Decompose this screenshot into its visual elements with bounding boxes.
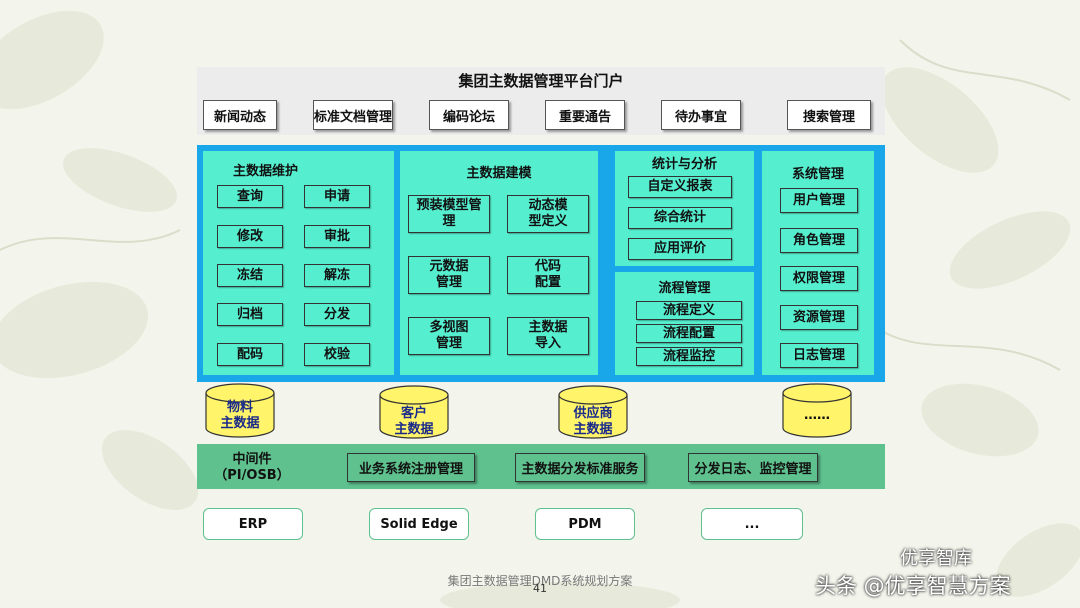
verify-button[interactable]: 校验 — [304, 343, 370, 366]
standard-docs-button[interactable]: 标准文档管理 — [313, 100, 393, 130]
workflow-title: 流程管理 — [658, 281, 711, 296]
flow-monitor-button[interactable]: 流程监控 — [636, 347, 742, 366]
statistics-button[interactable]: 综合统计 — [628, 207, 732, 229]
portal-title: 集团主数据管理平台门户 — [458, 72, 624, 90]
import-button[interactable]: 主数据 导入 — [507, 317, 589, 355]
other-db-icon — [782, 383, 852, 438]
news-button[interactable]: 新闻动态 — [203, 100, 277, 130]
system-title: 系统管理 — [791, 167, 844, 182]
footer-caption: 集团主数据管理DMD系统规划方案 — [447, 574, 633, 588]
freeze-button[interactable]: 冻结 — [217, 264, 283, 287]
customer-db-icon — [379, 385, 449, 439]
other-db-label: …… — [804, 408, 830, 423]
preset-model-button[interactable]: 预装模型管 理 — [408, 195, 490, 233]
middleware-label: 中间件 （PI/OSB） — [214, 452, 290, 483]
todo-button[interactable]: 待办事宜 — [661, 100, 741, 130]
approve-button[interactable]: 审批 — [304, 225, 370, 248]
supplier-db-icon — [558, 385, 628, 439]
notices-button[interactable]: 重要通告 — [545, 100, 625, 130]
code-assign-button[interactable]: 配码 — [217, 343, 283, 366]
system-registration-button[interactable]: 业务系统注册管理 — [347, 453, 475, 482]
role-management-button[interactable]: 角色管理 — [780, 228, 858, 253]
custom-report-button[interactable]: 自定义报表 — [628, 176, 732, 198]
log-management-button[interactable]: 日志管理 — [780, 343, 858, 368]
unfreeze-button[interactable]: 解冻 — [304, 264, 370, 287]
material-db-icon — [205, 383, 275, 438]
material-db-label: 物料 主数据 — [220, 400, 260, 431]
analysis-title: 统计与分析 — [651, 157, 717, 172]
archive-button[interactable]: 归档 — [217, 303, 283, 326]
user-management-button[interactable]: 用户管理 — [780, 188, 858, 213]
watermark-top: 优享智库 — [900, 548, 972, 569]
dynamic-model-button[interactable]: 动态模 型定义 — [507, 195, 589, 233]
page-number: 41 — [533, 582, 547, 595]
distribution-log-button[interactable]: 分发日志、监控管理 — [688, 453, 818, 482]
code-forum-button[interactable]: 编码论坛 — [429, 100, 509, 130]
modeling-panel — [400, 151, 598, 375]
portal-panel — [197, 67, 885, 135]
maintenance-panel — [203, 151, 394, 375]
metadata-button[interactable]: 元数据 管理 — [408, 256, 490, 294]
customer-db-label: 客户 主数据 — [394, 406, 434, 437]
analysis-panel — [615, 151, 754, 266]
watermark-bottom: 头条 @优享智慧方案 — [815, 574, 1011, 598]
distribute-button[interactable]: 分发 — [304, 303, 370, 326]
multi-view-button[interactable]: 多视图 管理 — [408, 317, 490, 355]
flow-config-button[interactable]: 流程配置 — [636, 324, 742, 343]
solid-edge-system[interactable]: Solid Edge — [369, 508, 469, 540]
pdm-system[interactable]: PDM — [535, 508, 635, 540]
supplier-db-label: 供应商 主数据 — [573, 406, 613, 437]
workflow-panel — [615, 272, 754, 375]
apply-button[interactable]: 申请 — [304, 185, 370, 208]
other-system[interactable]: ... — [701, 508, 803, 540]
resource-management-button[interactable]: 资源管理 — [780, 305, 858, 330]
permission-management-button[interactable]: 权限管理 — [780, 266, 858, 291]
query-button[interactable]: 查询 — [217, 185, 283, 208]
distribution-service-button[interactable]: 主数据分发标准服务 — [515, 453, 645, 482]
flow-define-button[interactable]: 流程定义 — [636, 301, 742, 320]
modify-button[interactable]: 修改 — [217, 225, 283, 248]
evaluation-button[interactable]: 应用评价 — [628, 238, 732, 260]
modeling-title: 主数据建模 — [466, 166, 532, 181]
maintenance-title: 主数据维护 — [232, 164, 298, 179]
search-management-button[interactable]: 搜索管理 — [787, 100, 871, 130]
erp-system[interactable]: ERP — [203, 508, 303, 540]
code-config-button[interactable]: 代码 配置 — [507, 256, 589, 294]
